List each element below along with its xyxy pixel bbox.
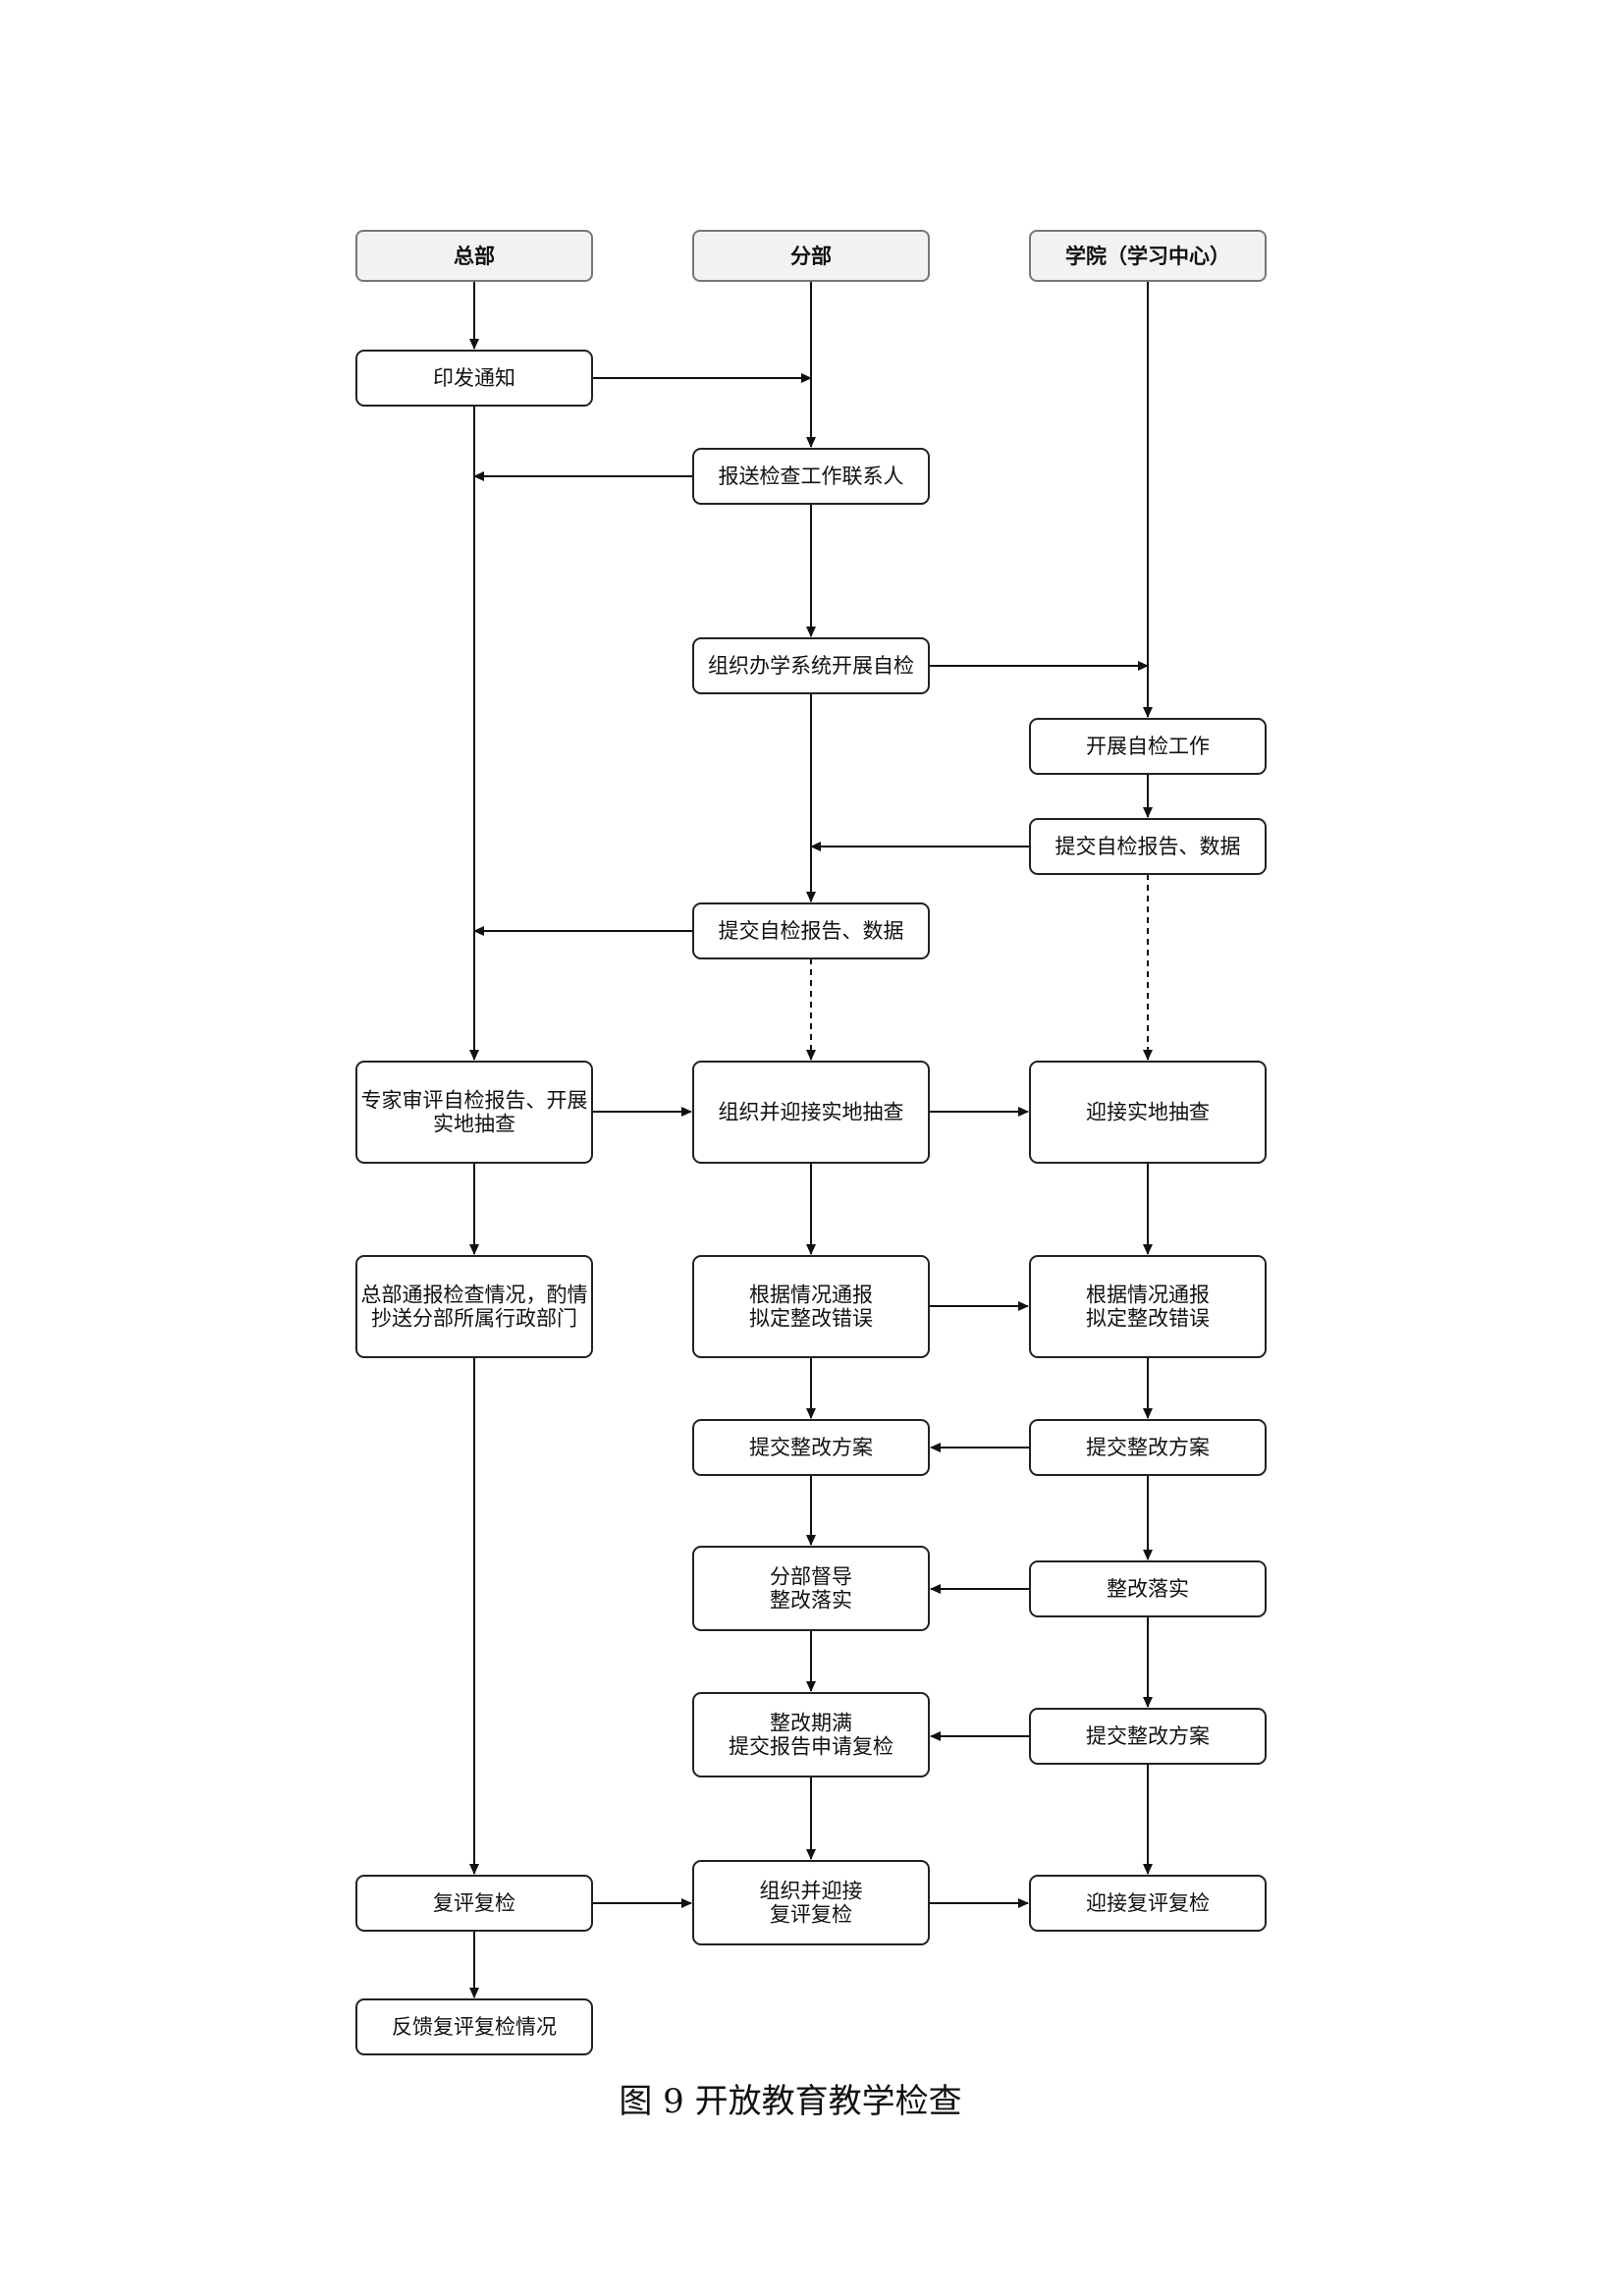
process-node-box bbox=[355, 1061, 593, 1164]
process-node-label: 反馈复评复检情况 bbox=[392, 2015, 557, 2039]
process-node-label: 复评复检 bbox=[770, 1903, 852, 1927]
process-node-n22: 反馈复评复检情况 bbox=[355, 1998, 593, 2055]
process-node-label: 抄送分部所属行政部门 bbox=[371, 1307, 577, 1331]
process-node-box bbox=[1029, 1560, 1267, 1617]
process-node-label: 实地抽查 bbox=[433, 1113, 515, 1136]
process-node-label: 组织并迎接 bbox=[760, 1880, 863, 1903]
process-node-box bbox=[355, 1998, 593, 2055]
process-node-label: 开展自检工作 bbox=[1086, 735, 1210, 758]
process-node-box bbox=[692, 1255, 930, 1358]
process-node-n21: 迎接复评复检 bbox=[1029, 1875, 1267, 1932]
process-node-n2: 报送检查工作联系人 bbox=[692, 448, 930, 505]
process-node-n5: 提交自检报告、数据 bbox=[1029, 818, 1267, 875]
process-node-n16: 整改落实 bbox=[1029, 1560, 1267, 1617]
process-node-label: 印发通知 bbox=[433, 366, 515, 390]
process-node-label: 报送检查工作联系人 bbox=[719, 465, 904, 488]
process-node-box bbox=[692, 448, 930, 505]
process-node-n1: 印发通知 bbox=[355, 350, 593, 407]
lane-header-branch: 分部 bbox=[692, 230, 930, 282]
process-node-label: 整改期满 bbox=[770, 1712, 852, 1735]
process-node-box bbox=[692, 1061, 930, 1164]
process-node-box bbox=[692, 902, 930, 959]
process-node-box bbox=[692, 1419, 930, 1476]
connectors bbox=[469, 281, 1153, 1998]
process-node-label: 整改落实 bbox=[1107, 1577, 1189, 1601]
process-node-label: 拟定整改错误 bbox=[749, 1307, 873, 1331]
process-node-label: 复评复检 bbox=[433, 1891, 515, 1915]
process-node-label: 提交整改方案 bbox=[1086, 1436, 1210, 1459]
process-node-label: 提交自检报告、数据 bbox=[1055, 835, 1241, 858]
process-node-box bbox=[692, 1860, 930, 1945]
process-node-box bbox=[1029, 1255, 1267, 1358]
process-node-label: 根据情况通报 bbox=[1086, 1284, 1210, 1307]
process-node-label: 整改落实 bbox=[770, 1589, 852, 1613]
lane-header-college-label: 学院（学习中心） bbox=[1065, 245, 1230, 268]
process-node-label: 迎接复评复检 bbox=[1086, 1891, 1210, 1915]
process-node-n8: 组织并迎接实地抽查 bbox=[692, 1061, 930, 1164]
process-node-box bbox=[692, 1692, 930, 1777]
process-node-n6: 提交自检报告、数据 bbox=[692, 902, 930, 959]
process-node-label: 提交整改方案 bbox=[1086, 1724, 1210, 1748]
process-node-label: 提交整改方案 bbox=[749, 1436, 873, 1459]
process-node-label: 组织并迎接实地抽查 bbox=[719, 1101, 904, 1124]
process-node-box bbox=[1029, 718, 1267, 775]
figure-caption: 图 9 开放教育教学检查 bbox=[619, 2082, 962, 2121]
process-node-box bbox=[692, 637, 930, 694]
process-node-n4: 开展自检工作 bbox=[1029, 718, 1267, 775]
process-node-n9: 迎接实地抽查 bbox=[1029, 1061, 1267, 1164]
process-node-label: 提交自检报告、数据 bbox=[719, 919, 904, 943]
process-node-n13: 提交整改方案 bbox=[692, 1419, 930, 1476]
process-node-n14: 提交整改方案 bbox=[1029, 1419, 1267, 1476]
process-node-box bbox=[355, 1875, 593, 1932]
process-node-n18: 提交整改方案 bbox=[1029, 1708, 1267, 1765]
process-node-box bbox=[1029, 1061, 1267, 1164]
process-node-n19: 复评复检 bbox=[355, 1875, 593, 1932]
process-node-label: 总部通报检查情况，酌情 bbox=[361, 1284, 588, 1307]
process-node-box bbox=[1029, 1708, 1267, 1765]
process-node-box bbox=[1029, 1419, 1267, 1476]
lane-header-hq: 总部 bbox=[355, 230, 593, 282]
process-node-label: 根据情况通报 bbox=[749, 1284, 873, 1307]
lane-header-branch-label: 分部 bbox=[790, 245, 832, 268]
process-node-box bbox=[355, 1255, 593, 1358]
process-node-box bbox=[1029, 818, 1267, 875]
process-node-label: 拟定整改错误 bbox=[1086, 1307, 1210, 1331]
process-nodes: 印发通知报送检查工作联系人组织办学系统开展自检开展自检工作提交自检报告、数据提交… bbox=[355, 350, 1267, 2055]
process-node-n3: 组织办学系统开展自检 bbox=[692, 637, 930, 694]
process-node-label: 分部督导 bbox=[770, 1565, 852, 1589]
process-node-box bbox=[1029, 1875, 1267, 1932]
process-node-box bbox=[692, 1546, 930, 1631]
process-node-label: 提交报告申请复检 bbox=[729, 1735, 893, 1759]
lane-header-hq-label: 总部 bbox=[454, 245, 495, 268]
process-node-box bbox=[355, 350, 593, 407]
process-node-label: 迎接实地抽查 bbox=[1086, 1101, 1210, 1124]
process-node-label: 组织办学系统开展自检 bbox=[708, 654, 914, 678]
process-node-label: 专家审评自检报告、开展 bbox=[361, 1089, 588, 1113]
lane-header-college: 学院（学习中心） bbox=[1029, 230, 1267, 282]
